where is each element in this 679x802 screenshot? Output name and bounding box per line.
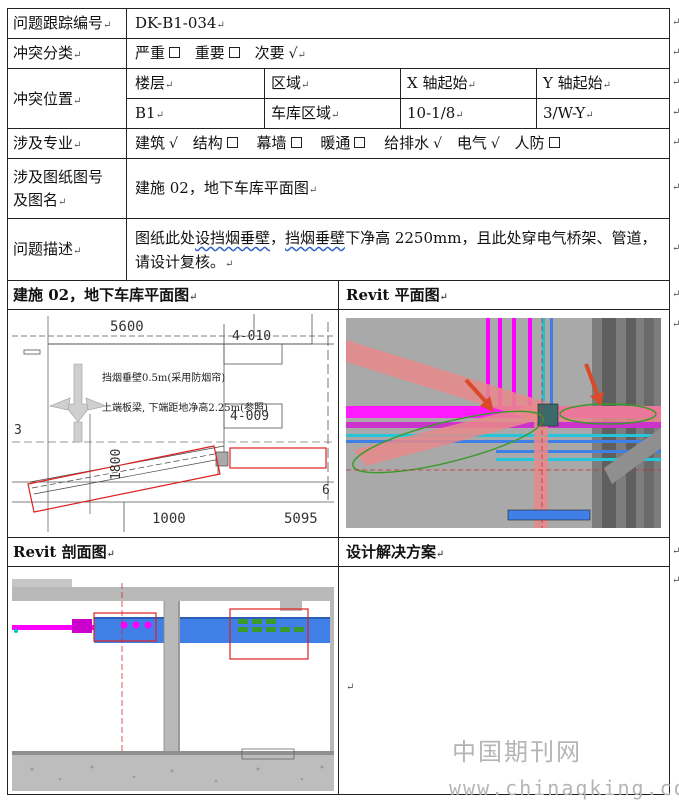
location-header-x: X 轴起始↵ — [407, 74, 476, 92]
drawing-label-line1: 涉及图纸图号 — [13, 168, 104, 186]
row-end-mark: ↵ — [672, 319, 679, 330]
watermark-url: www.chinaqking.com — [449, 776, 679, 800]
checkbox-icon[interactable] — [548, 137, 560, 148]
revit-section-view — [12, 573, 334, 791]
cad-note-line2: 上端板梁, 下端距地净高2.25m(参照) — [102, 403, 268, 414]
figure-title-revit-section: Revit 剖面图↵ — [13, 543, 115, 561]
location-label: 冲突位置↵ — [13, 90, 82, 108]
category-options: 严重 重要 次要√↵ — [135, 44, 306, 62]
figure-title-revit-plan: Revit 平面图↵ — [346, 286, 448, 304]
checkmark-icon[interactable]: √ — [288, 46, 298, 62]
discipline-curtain-wall: 幕墙 — [256, 134, 287, 152]
description-value: 图纸此处设挡烟垂壁，挡烟垂壁下净高 2250mm，且此处穿电气桥架、管道，请设计… — [135, 229, 657, 271]
location-header-y: Y 轴起始↵ — [543, 74, 612, 92]
cad-left-axis: 3 — [14, 423, 22, 438]
revit-plan-svg — [346, 318, 661, 528]
checkbox-icon[interactable] — [354, 137, 366, 148]
row-end-mark: ↵ — [672, 77, 679, 88]
discipline-plumbing: 给排水 — [384, 134, 430, 152]
row-end-mark: ↵ — [672, 107, 679, 118]
cad-tag-mid: 4-009 — [230, 409, 270, 424]
discipline-label: 涉及专业↵ — [13, 134, 82, 152]
checkbox-icon[interactable] — [228, 47, 240, 58]
checkbox-icon[interactable] — [290, 137, 302, 148]
row-end-mark: ↵ — [672, 243, 679, 254]
discipline-electrical: 电气 — [456, 134, 487, 152]
discipline-options: 建筑√ 结构 幕墙 暖通 给排水√ 电气√ 人防 — [135, 134, 564, 153]
cad-tag-top: 4-010 — [232, 329, 272, 344]
cad-right-axis: 6 — [322, 483, 330, 498]
discipline-structure: 结构 — [192, 134, 223, 152]
description-label: 问题描述↵ — [13, 240, 82, 258]
revit-plan-view — [346, 318, 661, 528]
cad-plan-svg — [12, 314, 334, 532]
row-end-mark: ↵ — [672, 546, 679, 557]
row-end-mark: ↵ — [672, 17, 679, 28]
row-end-mark: ↵ — [672, 137, 679, 148]
solution-title: 设计解决方案↵ — [346, 543, 445, 561]
row-end-mark: ↵ — [672, 182, 679, 193]
category-label: 冲突分类↵ — [13, 44, 82, 62]
checkmark-icon[interactable]: √ — [490, 136, 500, 152]
checkbox-icon[interactable] — [169, 47, 181, 58]
discipline-architecture: 建筑 — [135, 134, 166, 152]
issue-no-value: DK-B1-034↵ — [135, 14, 225, 32]
solution-value[interactable]: ↵ — [346, 682, 355, 693]
figure-title-plan: 建施 02，地下车库平面图↵ — [13, 286, 198, 304]
cad-dim-bottom-left: 1000 — [152, 511, 186, 527]
cad-note-line1: 挡烟垂壁0.5m(采用防烟帘) — [102, 373, 226, 384]
cad-plan-drawing: 5600 4-010 挡烟垂壁0.5m(采用防烟帘) 上端板梁, 下端距地净高2… — [12, 314, 334, 532]
location-value-zone: 车库区域↵ — [271, 104, 340, 122]
row-end-mark: ↵ — [672, 47, 679, 58]
checkmark-icon[interactable]: √ — [169, 136, 178, 152]
location-header-zone: 区域↵ — [271, 74, 310, 92]
location-value-x: 10-1/8↵ — [407, 104, 464, 122]
location-value-y: 3/W-Y↵ — [543, 104, 594, 122]
cad-dim-vertical: 1800 — [109, 448, 124, 480]
drawing-value: 建施 02，地下车库平面图↵ — [135, 179, 318, 197]
cad-dim-top: 5600 — [110, 319, 144, 335]
revit-section-svg — [12, 573, 334, 791]
row-end-mark: ↵ — [672, 575, 679, 586]
category-option-important: 重要 — [194, 44, 225, 62]
watermark-cn: 中国期刊网 — [452, 738, 582, 766]
drawing-label-line2: 及图名↵ — [13, 191, 67, 209]
discipline-civil-defense: 人防 — [514, 134, 545, 152]
location-header-floor: 楼层↵ — [135, 74, 174, 92]
category-option-severe: 严重 — [135, 44, 166, 62]
issue-no-label: 问题跟踪编号↵ — [13, 14, 112, 32]
cad-dim-bottom-right: 5095 — [284, 511, 318, 527]
checkmark-icon[interactable]: √ — [433, 136, 443, 152]
row-end-mark: ↵ — [672, 289, 679, 300]
discipline-hvac: 暖通 — [320, 134, 351, 152]
checkbox-icon[interactable] — [226, 137, 238, 148]
location-value-floor: B1↵ — [135, 104, 164, 122]
category-option-minor: 次要 — [254, 44, 285, 62]
